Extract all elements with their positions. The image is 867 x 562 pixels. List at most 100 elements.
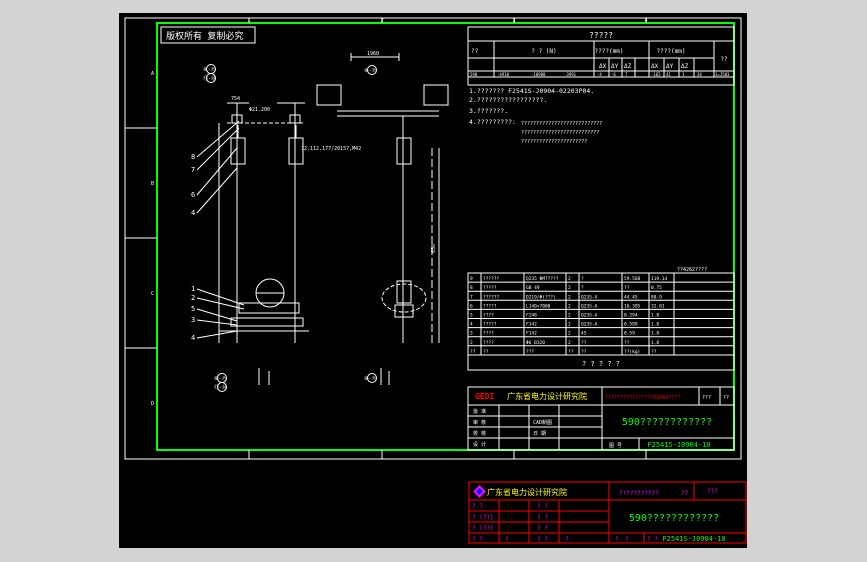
dim-note: 12,112,177/20157,M42 [301, 146, 361, 152]
title2-row-2: ? (??) [472, 525, 494, 532]
load-table-sub3: ΔX [651, 63, 659, 70]
parts-cell: ????? [483, 322, 497, 328]
parts-cell: ????? [483, 303, 497, 309]
title-project: ????????????????220kV???? [605, 395, 680, 401]
parts-header-cell: ?? [651, 349, 657, 355]
load-table-sub2: ΔZ [624, 63, 632, 70]
parts-cell: 45 [581, 331, 587, 337]
parts-cell: Q235 ΦM????? [526, 276, 559, 282]
parts-cell: F142 [526, 322, 537, 328]
load-cell-8: 41 [666, 72, 671, 77]
load-table-h4: ?? [720, 56, 728, 63]
parts-cell: 0.75 [651, 285, 662, 291]
parts-cell: 32.81 [651, 303, 665, 309]
parts-cell: ????? [483, 285, 497, 291]
parts-cell: 6 [470, 303, 473, 309]
parts-cell: 9 [470, 276, 473, 282]
parts-cell: ???? [483, 313, 494, 319]
dim-width-right: 1960 [367, 51, 379, 57]
parts-cell: 3 [470, 331, 473, 337]
parts-header-cell: ?? [568, 349, 574, 355]
parts-cell: 2 [568, 322, 571, 328]
load-table-h2: ????(mm) [595, 48, 624, 55]
parts-cell: 2 [568, 303, 571, 309]
parts-cell: Q235-A [581, 303, 598, 309]
callout-6: 6 [191, 191, 195, 199]
title-row-1: 审 核 [473, 419, 486, 426]
title-block-2-logo-icon [473, 485, 486, 498]
dim-beam: Φ21.200 [249, 107, 270, 113]
parts-cell: ?? [581, 340, 587, 346]
callout-4a: 4 [191, 209, 195, 217]
title2-footer-0: ? [505, 536, 509, 543]
parts-cell: GB 49 [526, 285, 540, 291]
title-row-3: 设 计 [473, 441, 486, 448]
load-cell-9: 1 [682, 72, 685, 77]
title-stage: ??? [702, 395, 711, 401]
load-cell-0: 590 [470, 72, 478, 77]
title-check-label: 日 期 [533, 431, 546, 437]
title-drawing-no: F2541S-J0904-10 [647, 441, 710, 449]
title2-company: 广东省电力设计研究院 [487, 487, 567, 497]
border-mark-c: C [151, 291, 154, 297]
border-mark-a: A [151, 71, 154, 77]
parts-cell: 2 [568, 285, 571, 291]
border-mark-3: 3 [512, 18, 515, 24]
border-mark-4: 4 [644, 18, 647, 24]
title2-cell-3: ? ? [537, 536, 548, 543]
title2-cell-2: ? ? [537, 525, 548, 532]
note-detail-2: ?????????????????????????? [521, 130, 599, 136]
parts-cell: ? [581, 285, 584, 291]
axis-label-top-b: ⑰-⑱ [203, 75, 216, 82]
title2-phase: ?? [681, 490, 689, 497]
axis-label-bottom-a: ⑧-⑦ [214, 376, 226, 382]
title-block [467, 386, 735, 451]
title2-footer-4: ? ? [647, 536, 658, 543]
axis-label-bottom-mid: ⑧-⑦ [364, 376, 376, 382]
load-table-h3: ????(mm) [657, 48, 686, 55]
parts-cell: 2 [568, 313, 571, 319]
title2-drawing-no: F2541S-J0904-10 [662, 535, 725, 543]
callout-8: 8 [191, 153, 195, 161]
right-elevation [316, 53, 449, 385]
parts-cell: 2 [568, 331, 571, 337]
border-mark-b: B [151, 181, 154, 187]
parts-cell: 4 [470, 322, 473, 328]
note-3: 3.???????. [469, 107, 508, 115]
title2-stage: ??? [707, 488, 718, 495]
parts-cell: 44.45 [624, 294, 638, 300]
callout-7: 7 [191, 166, 195, 174]
parts-cell: L140×7000 [526, 303, 551, 309]
title2-row-3: ? ? [472, 536, 483, 543]
parts-header-cell: ?? [470, 349, 476, 355]
parts-cell: 0.599 [624, 322, 638, 328]
cad-drawing: 1 2 3 4 A B C D 版权所有 复制必究 [124, 17, 747, 544]
parts-cell: 2 [568, 294, 571, 300]
title2-project: ??????????? [619, 490, 659, 497]
load-cell-5: -6 [611, 72, 616, 77]
dim-width-left: 754 [231, 96, 240, 102]
parts-header-cell: ??(kg) [624, 349, 640, 355]
load-table-h0: ?? [471, 48, 479, 55]
border-mark-d: D [151, 401, 154, 407]
dim-height: 650 [431, 244, 437, 253]
parts-cell: Q235-A [581, 313, 598, 319]
note-1: 1.??????? F2541S-J0904-02203P04. [469, 87, 594, 95]
load-cell-2: -10988 [531, 72, 546, 77]
load-table-sub4: ΔY [666, 63, 674, 70]
parts-cell: 0.59 [624, 331, 635, 337]
load-table-title: ????? [589, 31, 613, 40]
border-mark-1: 1 [247, 18, 250, 24]
parts-cell: 5 [470, 313, 473, 319]
title2-row-0: ? ? [472, 503, 483, 510]
note-4: 4.?????????: [469, 118, 516, 126]
parts-cell: 8 [470, 285, 473, 291]
parts-cell: F248 [526, 313, 537, 319]
callout-5: 5 [191, 305, 195, 313]
parts-header-cell: ??? [526, 349, 534, 355]
parts-cell: Φ6 B320 [526, 340, 545, 346]
border-ticks [125, 18, 647, 459]
copyright-box [160, 26, 256, 44]
load-cell-1: -4910 [497, 72, 510, 77]
